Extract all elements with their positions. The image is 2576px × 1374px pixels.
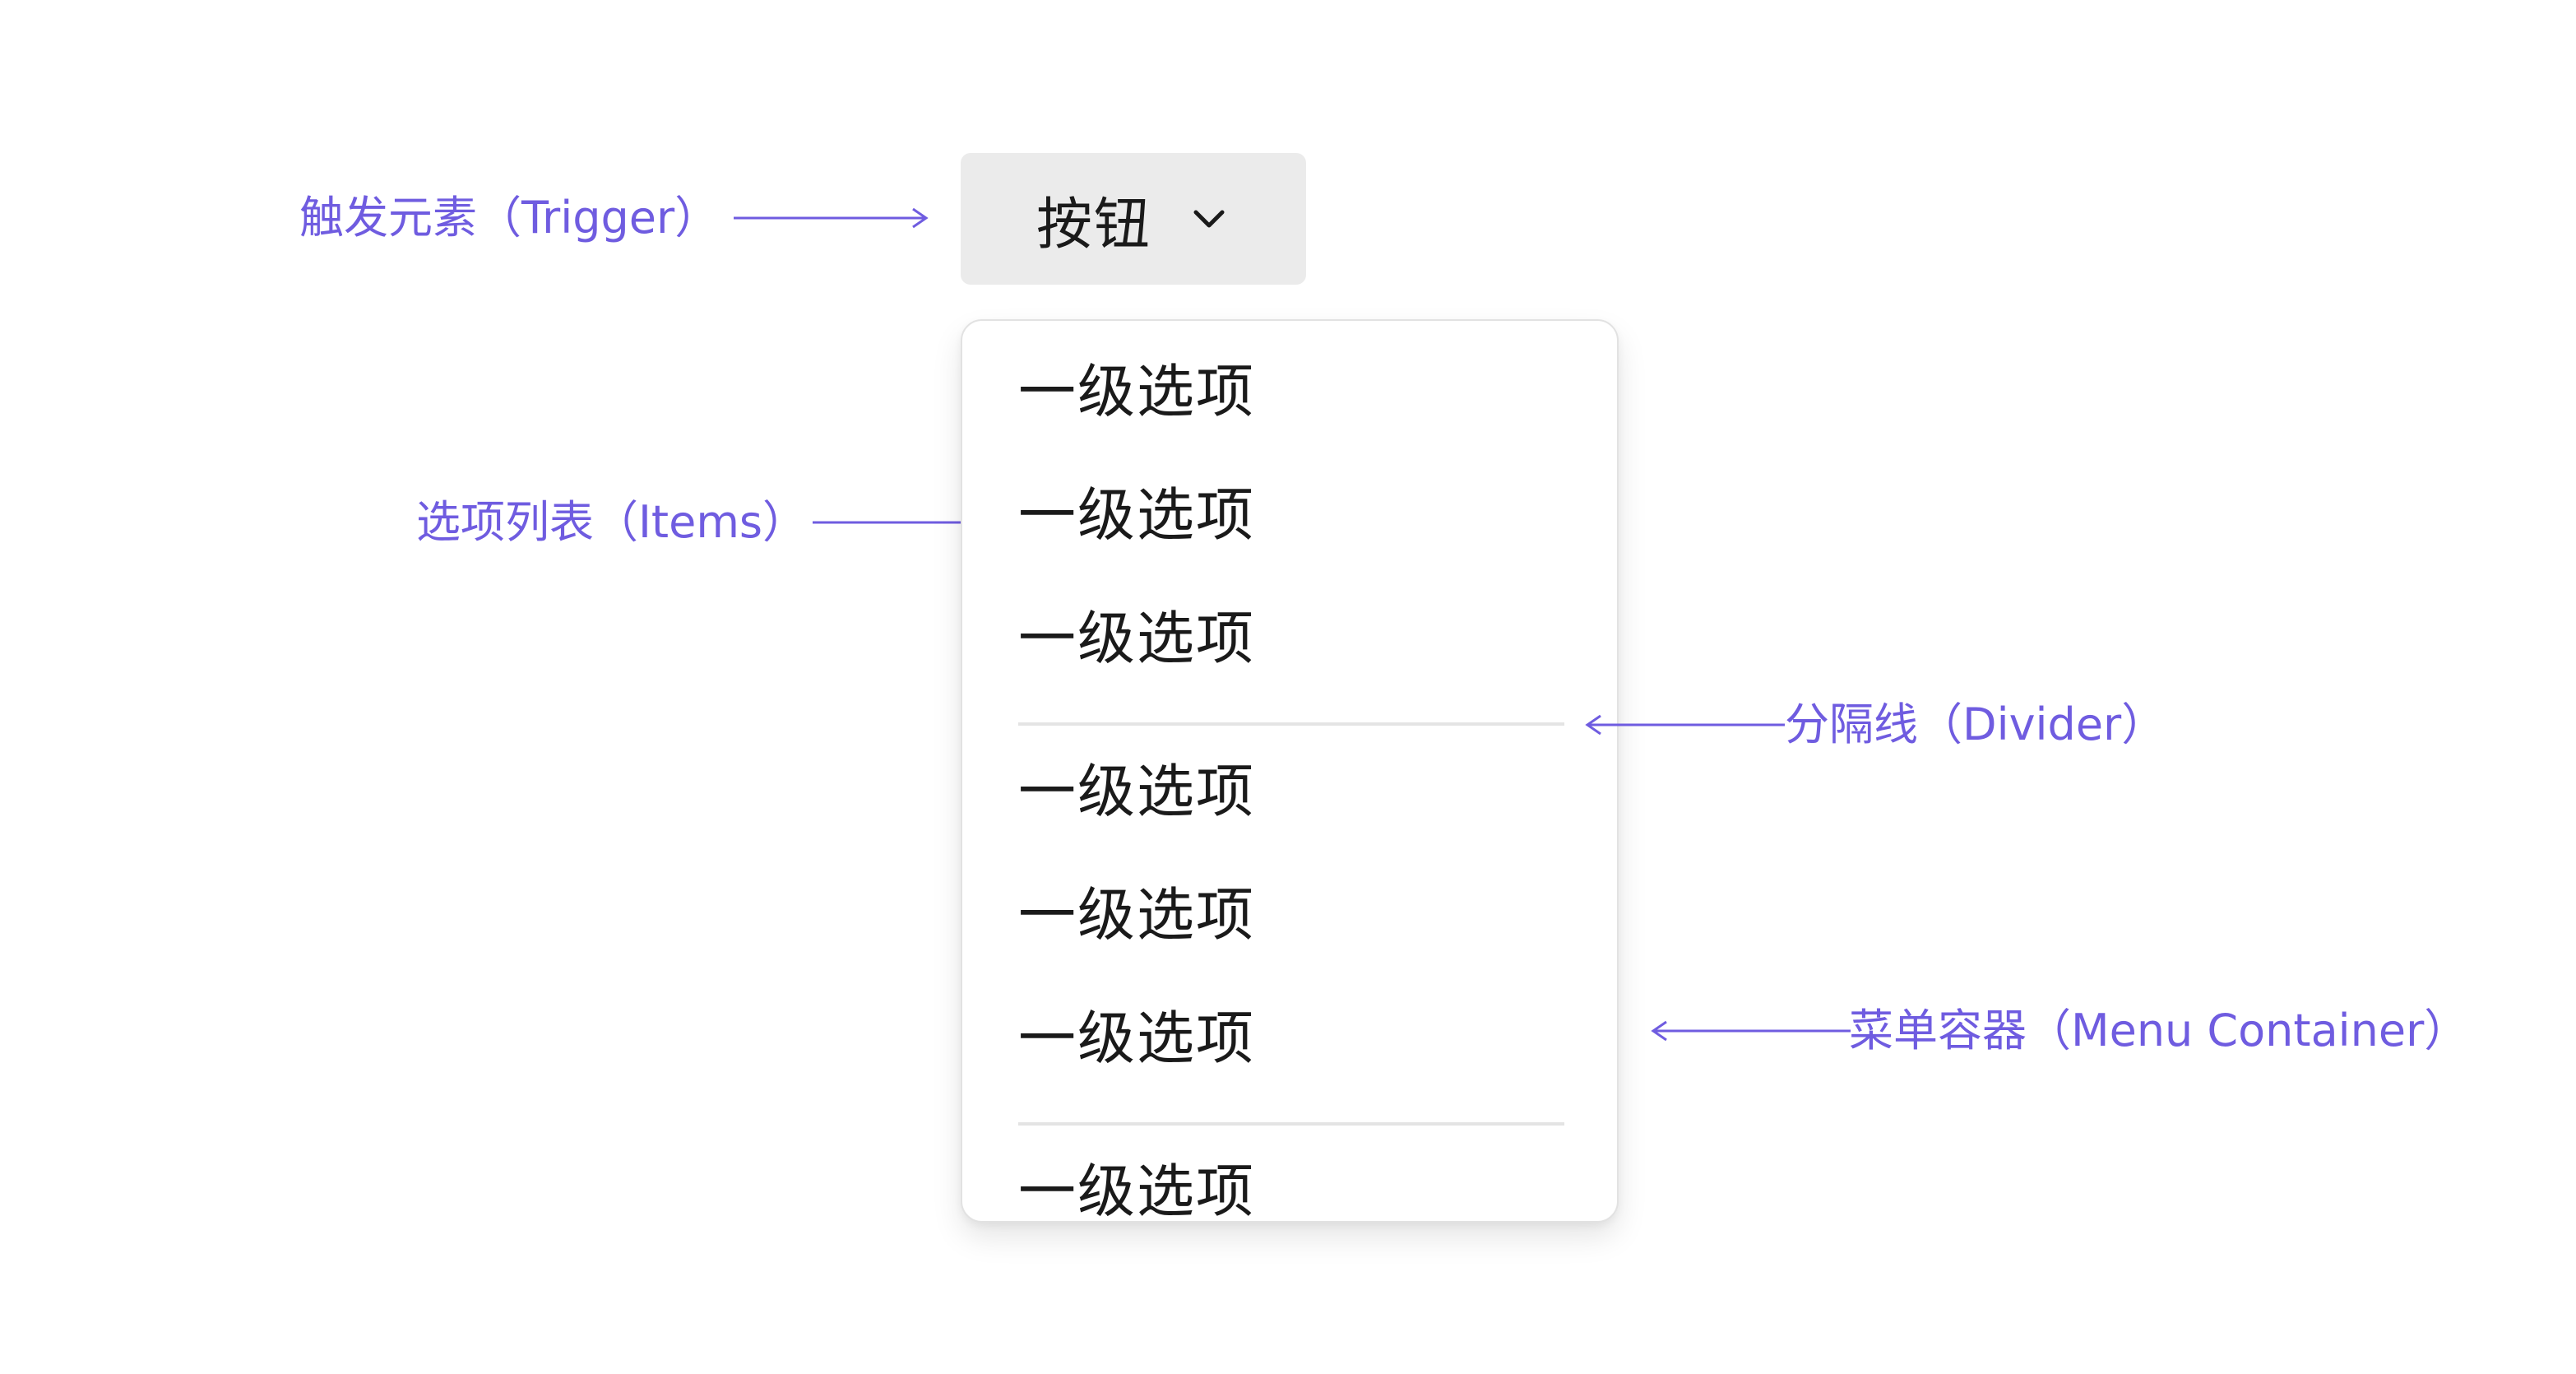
menu-divider [1018, 1122, 1564, 1126]
menu-item[interactable]: 一级选项 [1018, 881, 1255, 949]
chevron-down-icon [1193, 210, 1225, 228]
dropdown-menu-container: 一级选项 一级选项 一级选项 一级选项 一级选项 一级选项 一级选项 [961, 319, 1619, 1223]
dropdown-trigger-button[interactable]: 按钮 [961, 153, 1306, 285]
container-annotation-label: 菜单容器（Menu Container） [1849, 1005, 2469, 1056]
menu-item[interactable]: 一级选项 [1018, 1005, 1255, 1072]
menu-item[interactable]: 一级选项 [1018, 358, 1255, 425]
menu-item[interactable]: 一级选项 [1018, 605, 1255, 672]
trigger-label: 按钮 [1035, 192, 1151, 258]
menu-item[interactable]: 一级选项 [1018, 481, 1255, 549]
container-annotation-arrow [1651, 1020, 1851, 1042]
menu-item[interactable]: 一级选项 [1018, 758, 1255, 825]
divider-annotation-arrow [1585, 714, 1785, 736]
trigger-annotation-arrow [734, 207, 929, 229]
divider-annotation-label: 分隔线（Divider） [1785, 699, 2166, 750]
items-annotation-label: 选项列表（Items） [416, 496, 808, 548]
menu-divider [1018, 722, 1564, 726]
trigger-annotation-label: 触发元素（Trigger） [299, 192, 720, 244]
menu-item[interactable]: 一级选项 [1018, 1158, 1255, 1223]
